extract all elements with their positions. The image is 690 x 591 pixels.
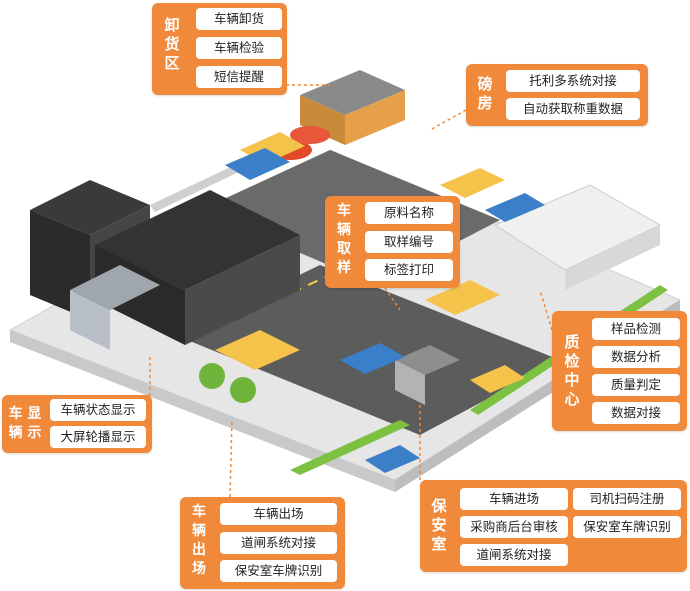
leader-line-quality [539, 289, 553, 331]
callout-exit: 车 辆 出 场 车辆出场 道闸系统对接 保安室车牌识别 [180, 497, 345, 589]
tank-2 [290, 126, 330, 144]
truck-yellow-4 [470, 365, 525, 393]
chip-exit-3: 保安室车牌识别 [220, 560, 337, 582]
chip-weighbridge-1: 托利多系统对接 [506, 70, 640, 92]
callout-unloading-title: 卸 货 区 [164, 16, 180, 72]
truck-blue-3 [340, 343, 405, 374]
chip-quality-3: 质量判定 [592, 374, 680, 396]
callout-exit-title: 车 辆 出 场 [192, 504, 206, 577]
chip-security-4: 保安室车牌识别 [573, 516, 681, 538]
chip-sampling-1: 原料名称 [365, 202, 453, 224]
chip-security-1: 车辆进场 [460, 488, 568, 510]
leader-line-weighbridge [429, 109, 467, 131]
chip-unloading-1: 车辆卸货 [196, 8, 282, 30]
chip-security-2: 司机扫码注册 [573, 488, 681, 510]
chip-sampling-3: 标签打印 [365, 259, 453, 281]
chip-quality-2: 数据分析 [592, 346, 680, 368]
callout-weighbridge: 磅 房 托利多系统对接 自动获取称重数据 [466, 64, 648, 126]
callout-display: 车 显 辆 示 车辆状态显示 大屏轮播显示 [2, 395, 152, 453]
callout-display-title: 车 显 辆 示 [8, 406, 42, 441]
guard-house [395, 345, 460, 375]
lab-wall [565, 225, 660, 290]
chip-exit-1: 车辆出场 [220, 503, 337, 525]
warehouse-left-roof [30, 180, 150, 235]
callout-sampling-title: 车 辆 取 样 [337, 203, 351, 276]
grass-strip-bottom [290, 420, 410, 475]
leader-line-exit [229, 419, 233, 498]
truck-blue-2 [485, 193, 545, 222]
chip-quality-4: 数据对接 [592, 402, 680, 424]
truck-yellow-2 [425, 280, 500, 315]
dock-roof [300, 70, 405, 115]
chip-display-2: 大屏轮播显示 [50, 426, 146, 448]
warehouse-main-side [185, 235, 300, 345]
chip-display-1: 车辆状态显示 [50, 399, 146, 421]
chip-security-5: 道闸系统对接 [460, 544, 568, 566]
truck-yellow-1 [215, 330, 300, 370]
chip-exit-2: 道闸系统对接 [220, 532, 337, 554]
tree-1 [199, 363, 225, 389]
truck-blue-4 [365, 445, 420, 473]
truck-blue-1 [225, 148, 290, 180]
guard-house-front [395, 360, 425, 405]
chip-weighbridge-2: 自动获取称重数据 [506, 98, 640, 120]
dock-front [300, 95, 345, 145]
callout-security-title: 保 安 室 [431, 497, 447, 553]
chip-quality-1: 样品检测 [592, 318, 680, 340]
chip-sampling-2: 取样编号 [365, 231, 453, 253]
ground-edge [10, 330, 395, 492]
display-building-front [70, 290, 110, 350]
callout-quality-title: 质 检 中 心 [564, 333, 580, 408]
callout-weighbridge-title: 磅 房 [477, 75, 493, 112]
callout-unloading: 卸 货 区 车辆卸货 车辆检验 短信提醒 [152, 3, 287, 95]
callout-quality: 质 检 中 心 样品检测 数据分析 质量判定 数据对接 [552, 311, 687, 431]
tree-2 [230, 377, 256, 403]
callout-sampling: 车 辆 取 样 原料名称 取样编号 标签打印 [325, 196, 460, 288]
chip-security-3: 采购商后台审核 [460, 516, 568, 538]
chip-unloading-2: 车辆检验 [196, 37, 282, 59]
leader-line-sampling [384, 287, 401, 311]
dock-side [345, 90, 405, 145]
warehouse-main-roof [95, 190, 300, 290]
truck-yellow-3 [440, 168, 505, 198]
callout-security: 保 安 室 车辆进场 司机扫码注册 采购商后台审核 保安室车牌识别 道闸系统对接 [420, 480, 687, 572]
display-building [70, 265, 160, 310]
chip-unloading-3: 短信提醒 [196, 66, 282, 88]
